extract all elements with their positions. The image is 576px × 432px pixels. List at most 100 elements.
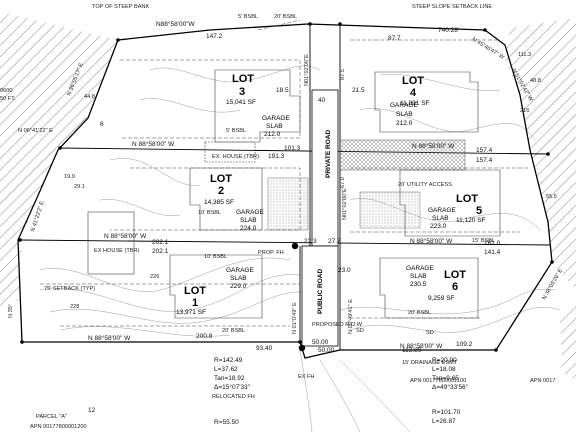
svg-text:L=26.87: L=26.87: [432, 418, 456, 425]
dist-199: 19.9: [64, 174, 75, 180]
lot-1-slab: SLAB: [230, 275, 247, 282]
lot-1-number: 1: [192, 297, 198, 309]
dist-147: 147.2: [206, 33, 223, 40]
dist-1013: 101.3: [284, 145, 301, 152]
bsbl-5-label: 5' BSBL: [238, 14, 258, 20]
ex-house-left-label: EX HOUSE (TBR): [94, 248, 140, 254]
corner-markers: [18, 22, 554, 352]
lot-6-label: LOT: [444, 269, 466, 281]
lot-5-slab: SLAB: [432, 215, 449, 222]
bsbl-20-lot6: 20' BSBL: [408, 310, 431, 316]
curve-table-3: R=101.70 L=26.87: [432, 409, 461, 425]
bearing-ne: N 45°46'47" W: [471, 37, 506, 62]
lot-2-number: 2: [218, 185, 224, 197]
relocated-fh-marker: [298, 344, 306, 352]
bearing-private-road-2: N01°02'00"E: [342, 188, 348, 220]
lot-4-number: 4: [410, 87, 417, 99]
steep-bank-left-hatch: [0, 12, 118, 310]
lot-6-area: 9,259 SF: [428, 295, 454, 302]
contour-label-212: 216: [520, 108, 529, 114]
lot-6-left-label: 6: [100, 121, 104, 128]
dist-40: 40: [318, 97, 326, 104]
dist-9340: 93.40: [256, 345, 273, 352]
svg-text:R=142.49: R=142.49: [214, 357, 243, 364]
lot-3-slab: SLAB: [266, 123, 283, 130]
bearing-lot5-6: N 88°58'00" W: [410, 237, 453, 245]
svg-text:Tan=9.65: Tan=9.65: [432, 375, 459, 382]
parcel-label: PARCEL "A": [36, 414, 67, 420]
steep-slope-setback-label: STEEP SLOPE SETBACK LINE: [412, 4, 492, 10]
dist-215: 21.5: [352, 87, 365, 94]
bsbl-5-lot3: 5' BSBL: [226, 128, 246, 134]
contour-label-226: 226: [150, 274, 159, 280]
dist-230: 23.0: [338, 267, 351, 274]
bearing-bottom-left: N 88°58'00" W: [88, 334, 131, 342]
dist-5000b: 50.00: [318, 347, 335, 354]
dist-877: 87.7: [388, 35, 401, 42]
private-road-label: PRIVATE ROAD: [325, 130, 332, 178]
dist-488: 48.8: [530, 78, 541, 84]
lot-1-garage: GARAGE: [226, 267, 254, 274]
dist-1414: 141.4: [484, 249, 501, 256]
lot2-house: [189, 167, 263, 231]
lot4-house: [374, 71, 479, 133]
lot-2-garage: GARAGE: [236, 209, 264, 216]
ex-fh-label: EX FH: [298, 374, 314, 380]
ex-house-top: [204, 141, 256, 163]
bearing-n35: N 35°: [8, 304, 14, 318]
lot-12-label: 12: [88, 407, 96, 414]
bearing-lot6-side: N 00°49'41" E: [348, 299, 354, 334]
dist-1574b: 157.4: [476, 157, 493, 164]
lot-5-number: 5: [476, 205, 482, 217]
dist-1574: 157.4: [476, 147, 493, 154]
bearing-top: N88°58'00"W: [156, 20, 196, 28]
dist-1610: 161.0: [484, 240, 501, 247]
lot5-house: [399, 169, 501, 237]
lot-5-label: LOT: [456, 193, 478, 205]
lot-6-number: 6: [452, 281, 458, 293]
dist-223: 22.3: [304, 238, 317, 245]
dist-185: 18.5: [276, 87, 289, 94]
lot-1-label: LOT: [184, 285, 206, 297]
lot-4-elev: 212.0: [396, 120, 413, 127]
apn-label-1: APN 00177800001100: [410, 378, 466, 384]
prop-fh-marker: [291, 242, 299, 250]
dist-740: 740.28': [438, 27, 459, 34]
lot-3-number: 3: [239, 86, 245, 98]
dist-5000: 50.00: [312, 339, 329, 346]
dist-875: 87.5: [340, 69, 346, 80]
bearing-private-road: N01°02'00"E: [304, 54, 310, 86]
building-outlines: [87, 69, 501, 319]
bearing-lot3-4: N 88°58'00" W: [132, 140, 175, 148]
fire-hydrants: [291, 242, 306, 352]
lot-3-garage: GARAGE: [262, 115, 290, 122]
lot-4-garage: GARAGE: [390, 102, 418, 109]
contour-lines: [39, 65, 561, 432]
lot-2-slab: SLAB: [240, 217, 257, 224]
bsbl-10-lot1: 10' BSBL: [204, 254, 227, 260]
lot-2-label: LOT: [210, 173, 232, 185]
lot-2-area: 14,385 SF: [204, 199, 234, 206]
bearing-west: N 06°41'22" E: [18, 128, 53, 134]
lot-3-area: 15,041 SF: [226, 99, 256, 106]
curve-table-2: R=20.90 L=18.08 Tan=9.65 Δ=49°33'56": [432, 357, 469, 391]
relocated-fh-label: RELOCATED FH: [212, 394, 255, 400]
contour-label-228: 228: [70, 304, 79, 310]
dist-291: 29.1: [74, 184, 85, 190]
lot-2-elev: 224.0: [240, 225, 257, 232]
setback-typ-label: 75' SETBACK (TYP): [44, 286, 95, 292]
sd-label-2: SD: [356, 328, 364, 334]
lot2-driveway: [267, 177, 309, 231]
lot-6-slab: SLAB: [410, 273, 427, 280]
lot-lines: [19, 24, 551, 350]
public-road-label: PUBLIC ROAD: [317, 269, 324, 314]
dist-277: 27.7: [328, 238, 341, 245]
svg-text:L=18.08: L=18.08: [432, 366, 456, 373]
bsbl-10-lot2: 10' BSBL: [198, 210, 221, 216]
road-paving-crosshatch: [339, 139, 466, 171]
steep-bank-lower-right-hatch: [560, 305, 576, 380]
left-partial-1: 0600: [0, 88, 12, 94]
utility-access-label: 20' UTILITY ACCESS: [398, 182, 452, 188]
lot-1-elev: 229.0: [230, 283, 247, 290]
svg-text:Δ=49°33'56": Δ=49°33'56": [432, 383, 469, 391]
